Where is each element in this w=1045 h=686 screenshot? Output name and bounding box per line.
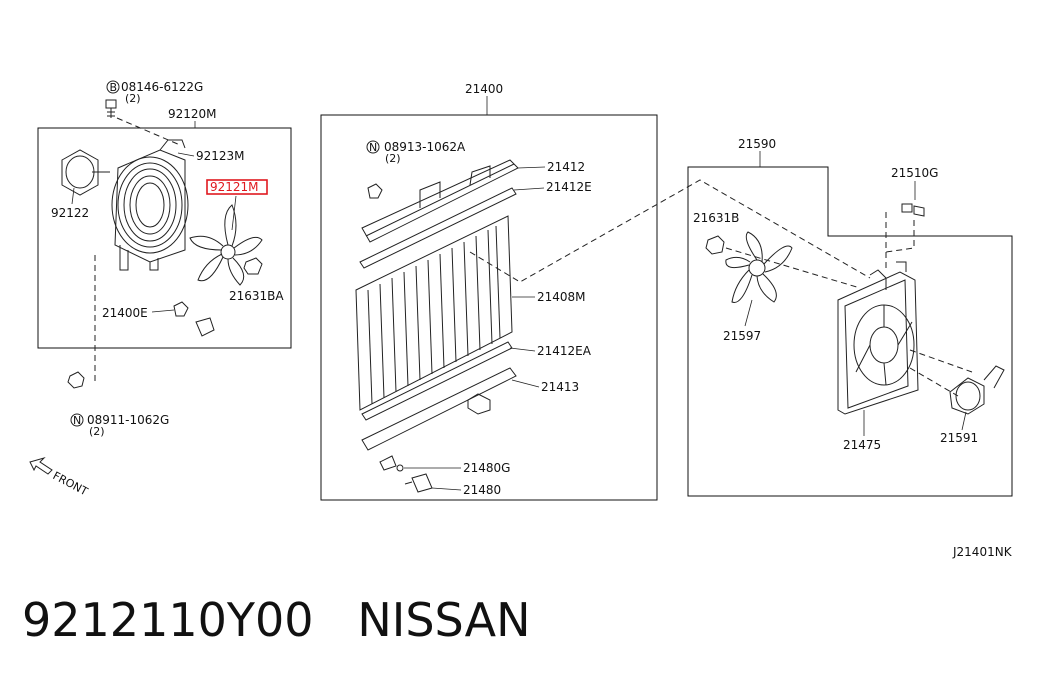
label-21597: 21597 bbox=[723, 329, 761, 343]
fan-motor-21591-icon bbox=[949, 365, 1005, 415]
label-21631ba: 21631BA bbox=[229, 289, 284, 303]
fan-shroud-21475-icon bbox=[837, 261, 919, 415]
drain-plug-21480g-icon bbox=[379, 455, 404, 472]
front-arrow-icon bbox=[29, 456, 53, 475]
part-caption: 9212110Y00 NISSAN bbox=[22, 597, 530, 643]
label-front: FRONT bbox=[51, 469, 91, 498]
fan-blade-21597-icon bbox=[725, 231, 793, 303]
label-21412: 21412 bbox=[547, 160, 585, 174]
fan-motor-92122-icon bbox=[61, 149, 110, 196]
label-92121m: 92121M bbox=[210, 180, 259, 194]
badge-n-center: N bbox=[369, 141, 377, 154]
label-92120m: 92120M bbox=[168, 107, 217, 121]
upper-tank-21412-icon bbox=[361, 159, 519, 243]
drain-cock-21480-icon bbox=[404, 473, 433, 493]
gasket-21412e-icon bbox=[359, 187, 517, 269]
label-21480: 21480 bbox=[463, 483, 501, 497]
fan-blade-92121m-icon bbox=[189, 204, 263, 286]
diagram-code: J21401NK bbox=[952, 545, 1013, 559]
label-08911-qty: (2) bbox=[89, 425, 105, 438]
bolt-21400e-icon bbox=[173, 301, 215, 337]
bolt-08146-icon: B bbox=[105, 80, 120, 118]
label-08913-qty: (2) bbox=[385, 152, 401, 165]
label-21413: 21413 bbox=[541, 380, 579, 394]
bolt-21510g-icon bbox=[901, 203, 925, 217]
label-92123m: 92123M bbox=[196, 149, 245, 163]
label-21400e: 21400E bbox=[102, 306, 148, 320]
bolt-08913-icon: N bbox=[366, 140, 383, 199]
left-group-frame bbox=[37, 127, 292, 349]
label-21591: 21591 bbox=[940, 431, 978, 445]
label-21590: 21590 bbox=[738, 137, 776, 151]
nut-21631b-icon bbox=[705, 235, 725, 255]
label-21412ea: 21412EA bbox=[537, 344, 592, 358]
label-08911-1062g: 08911-1062G bbox=[87, 413, 169, 427]
label-21510g: 21510G bbox=[891, 166, 938, 180]
label-21400: 21400 bbox=[465, 82, 503, 96]
highlight-92121m bbox=[206, 179, 268, 195]
nut-21631ba-icon bbox=[243, 257, 263, 275]
badge-n-left: N bbox=[73, 414, 81, 427]
radiator-core-21408m-icon bbox=[355, 215, 513, 411]
fan-shroud-92123m-icon bbox=[111, 139, 189, 271]
caption-brand: NISSAN bbox=[357, 593, 531, 647]
label-21408m: 21408M bbox=[537, 290, 586, 304]
label-92122: 92122 bbox=[51, 206, 89, 220]
label-21412e: 21412E bbox=[546, 180, 592, 194]
label-08913-1062a: 08913-1062A bbox=[384, 140, 466, 154]
link-line bbox=[469, 179, 871, 283]
label-08146-qty: (2) bbox=[125, 92, 141, 105]
label-21480g: 21480G bbox=[463, 461, 510, 475]
caption-part-number: 9212110Y00 bbox=[22, 593, 314, 647]
right-group-frame bbox=[687, 166, 1013, 497]
label-21475: 21475 bbox=[843, 438, 881, 452]
label-21631b: 21631B bbox=[693, 211, 739, 225]
badge-b: B bbox=[110, 81, 118, 94]
label-08146-6122g: 08146-6122G bbox=[121, 80, 203, 94]
nut-08911-icon: N bbox=[67, 371, 85, 427]
center-group-frame bbox=[320, 114, 658, 501]
lower-tank-21413-icon bbox=[361, 367, 517, 451]
